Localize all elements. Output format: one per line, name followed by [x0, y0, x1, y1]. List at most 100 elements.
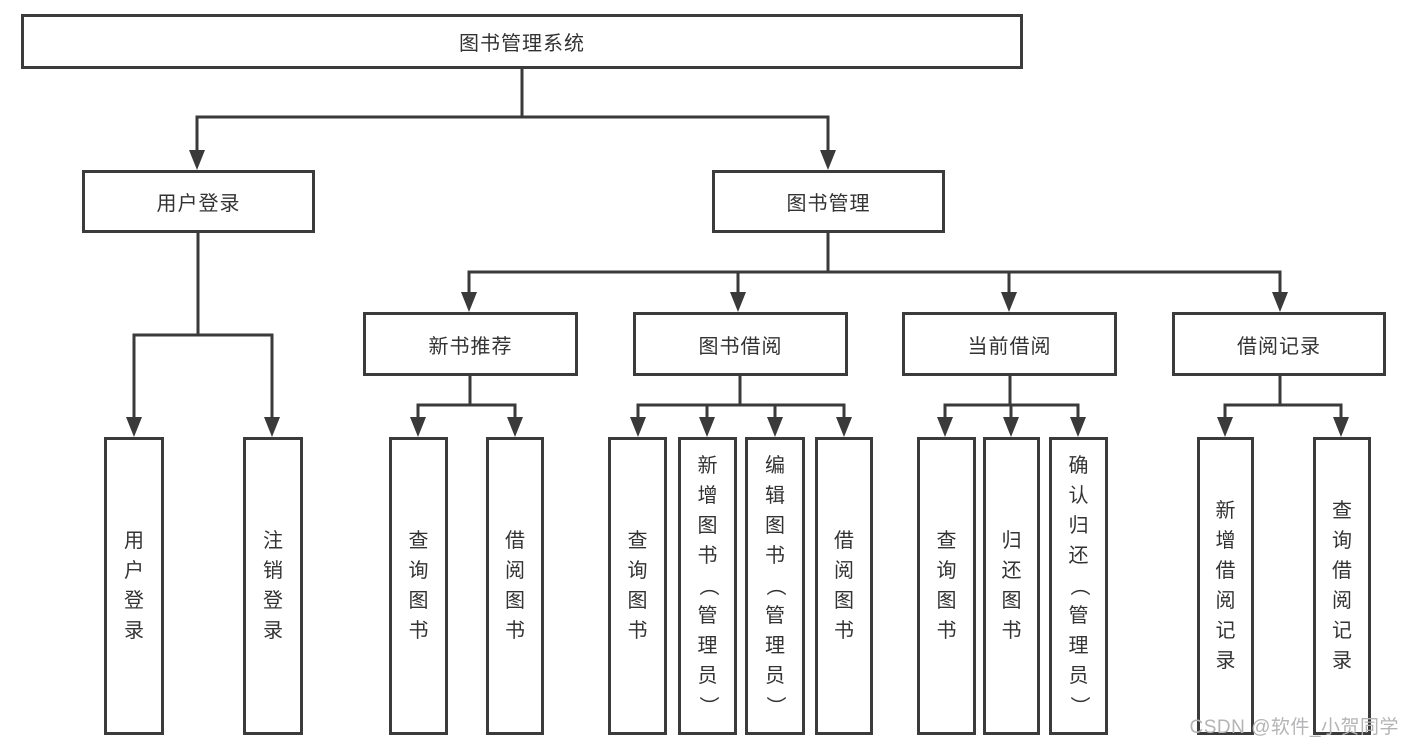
vertical-char: 阅	[1215, 590, 1236, 612]
vertical-char: 借	[1215, 560, 1236, 582]
node-user-login-branch: 用户登录	[82, 170, 315, 233]
leaf-bb-add-book-admin: 新增图书（管理员）	[678, 437, 737, 735]
vertical-char: 辑	[765, 485, 785, 507]
vertical-char: 书	[936, 620, 957, 642]
leaf-user-login: 用户登录	[104, 437, 164, 735]
arrowhead	[1070, 417, 1086, 437]
watermark-text: CSDN @软件_小贺同学	[1189, 717, 1399, 738]
vertical-char: 图	[936, 590, 957, 612]
vertical-char: ）	[1067, 696, 1090, 716]
node-root: 图书管理系统	[21, 14, 1023, 69]
vertical-char: 询	[408, 560, 429, 582]
vertical-char: 查	[936, 530, 957, 552]
leaf-bb-edit-book-admin: 编辑图书（管理员）	[745, 437, 805, 735]
vertical-char: 理	[1068, 635, 1089, 657]
connector-newbook-to-leaves	[416, 376, 517, 419]
leaf-cb-confirm-return-admin: 确认归还（管理员）	[1049, 437, 1108, 735]
connector-currentborrow-to-leaves	[943, 376, 1080, 419]
leaf-bb-borrow-book: 借阅图书	[815, 437, 873, 735]
arrowhead	[699, 417, 715, 437]
arrowhead	[820, 150, 836, 170]
vertical-char: 编	[765, 455, 785, 477]
connector-bookborrow-to-leaves	[636, 376, 846, 419]
vertical-char: 管	[765, 605, 785, 627]
vertical-char: 阅	[505, 560, 525, 582]
vertical-char: 图	[834, 590, 854, 612]
vertical-char: 询	[936, 560, 957, 582]
vertical-char: 用	[124, 530, 144, 552]
arrowhead	[264, 417, 280, 437]
vertical-char: 登	[263, 590, 283, 612]
arrowhead	[630, 417, 646, 437]
vertical-char: 增	[697, 485, 718, 507]
vertical-char: 员	[765, 665, 785, 687]
node-book-borrow: 图书借阅	[633, 312, 848, 376]
vertical-char: 图	[505, 590, 525, 612]
vertical-char: 阅	[1332, 590, 1352, 612]
node-book-management-branch: 图书管理	[712, 170, 945, 233]
arrowhead	[1003, 417, 1019, 437]
vertical-char: 归	[1001, 530, 1022, 552]
vertical-char: 录	[263, 620, 283, 642]
arrowhead	[126, 417, 142, 437]
connector-root-to-level2	[195, 68, 830, 152]
vertical-char: 借	[1332, 560, 1352, 582]
vertical-char: 录	[1332, 650, 1352, 672]
vertical-char: 询	[1332, 530, 1352, 552]
node-current-borrow: 当前借阅	[902, 312, 1117, 376]
connector-userlogin-to-leaves	[132, 233, 274, 419]
leaf-cb-query-book: 查询图书	[917, 437, 976, 735]
vertical-char: 销	[263, 560, 283, 582]
vertical-char: ）	[696, 696, 719, 716]
vertical-char: 员	[1068, 665, 1089, 687]
vertical-char: （	[696, 576, 719, 596]
vertical-char: 图	[408, 590, 429, 612]
arrowhead	[1272, 292, 1288, 312]
arrowhead	[836, 417, 852, 437]
vertical-char: 理	[765, 635, 785, 657]
vertical-char: 询	[627, 560, 648, 582]
vertical-char: 新	[1215, 500, 1236, 522]
vertical-char: 记	[1215, 620, 1236, 642]
vertical-char: 还	[1001, 560, 1022, 582]
connector-borrowrecord-to-leaves	[1223, 376, 1343, 419]
vertical-char: 查	[627, 530, 648, 552]
arrowhead	[507, 417, 523, 437]
vertical-char: 登	[124, 590, 144, 612]
vertical-char: 理	[697, 635, 718, 657]
vertical-char: 书	[834, 620, 854, 642]
vertical-char: 借	[505, 530, 525, 552]
node-new-book-recommend: 新书推荐	[363, 312, 578, 376]
vertical-char: 查	[408, 530, 429, 552]
vertical-char: 书	[408, 620, 429, 642]
vertical-char: 阅	[834, 560, 854, 582]
vertical-char: 图	[697, 515, 718, 537]
vertical-char: 借	[834, 530, 854, 552]
leaf-nb-query-book: 查询图书	[389, 437, 448, 735]
vertical-char: 归	[1068, 515, 1089, 537]
vertical-char: 管	[1068, 605, 1089, 627]
vertical-char: 新	[697, 455, 718, 477]
leaf-logout: 注销登录	[243, 437, 303, 735]
vertical-char: 还	[1068, 545, 1089, 567]
arrowhead	[937, 417, 953, 437]
arrowhead	[1333, 417, 1349, 437]
vertical-char: 注	[263, 530, 283, 552]
arrowhead	[1001, 292, 1017, 312]
vertical-char: 图	[627, 590, 648, 612]
vertical-char: 书	[697, 545, 718, 567]
vertical-char: 录	[124, 620, 144, 642]
arrowhead	[410, 417, 426, 437]
connector-bookmgmt-to-level3	[467, 233, 1282, 294]
vertical-char: 图	[765, 515, 785, 537]
leaf-br-add-record: 新增借阅记录	[1197, 437, 1254, 735]
leaf-nb-borrow-book: 借阅图书	[486, 437, 544, 735]
vertical-char: 户	[124, 560, 144, 582]
vertical-char: 查	[1332, 500, 1352, 522]
vertical-char: 书	[765, 545, 785, 567]
vertical-char: 记	[1332, 620, 1352, 642]
arrowhead	[730, 292, 746, 312]
vertical-char: ）	[764, 696, 786, 716]
vertical-char: 员	[697, 665, 718, 687]
